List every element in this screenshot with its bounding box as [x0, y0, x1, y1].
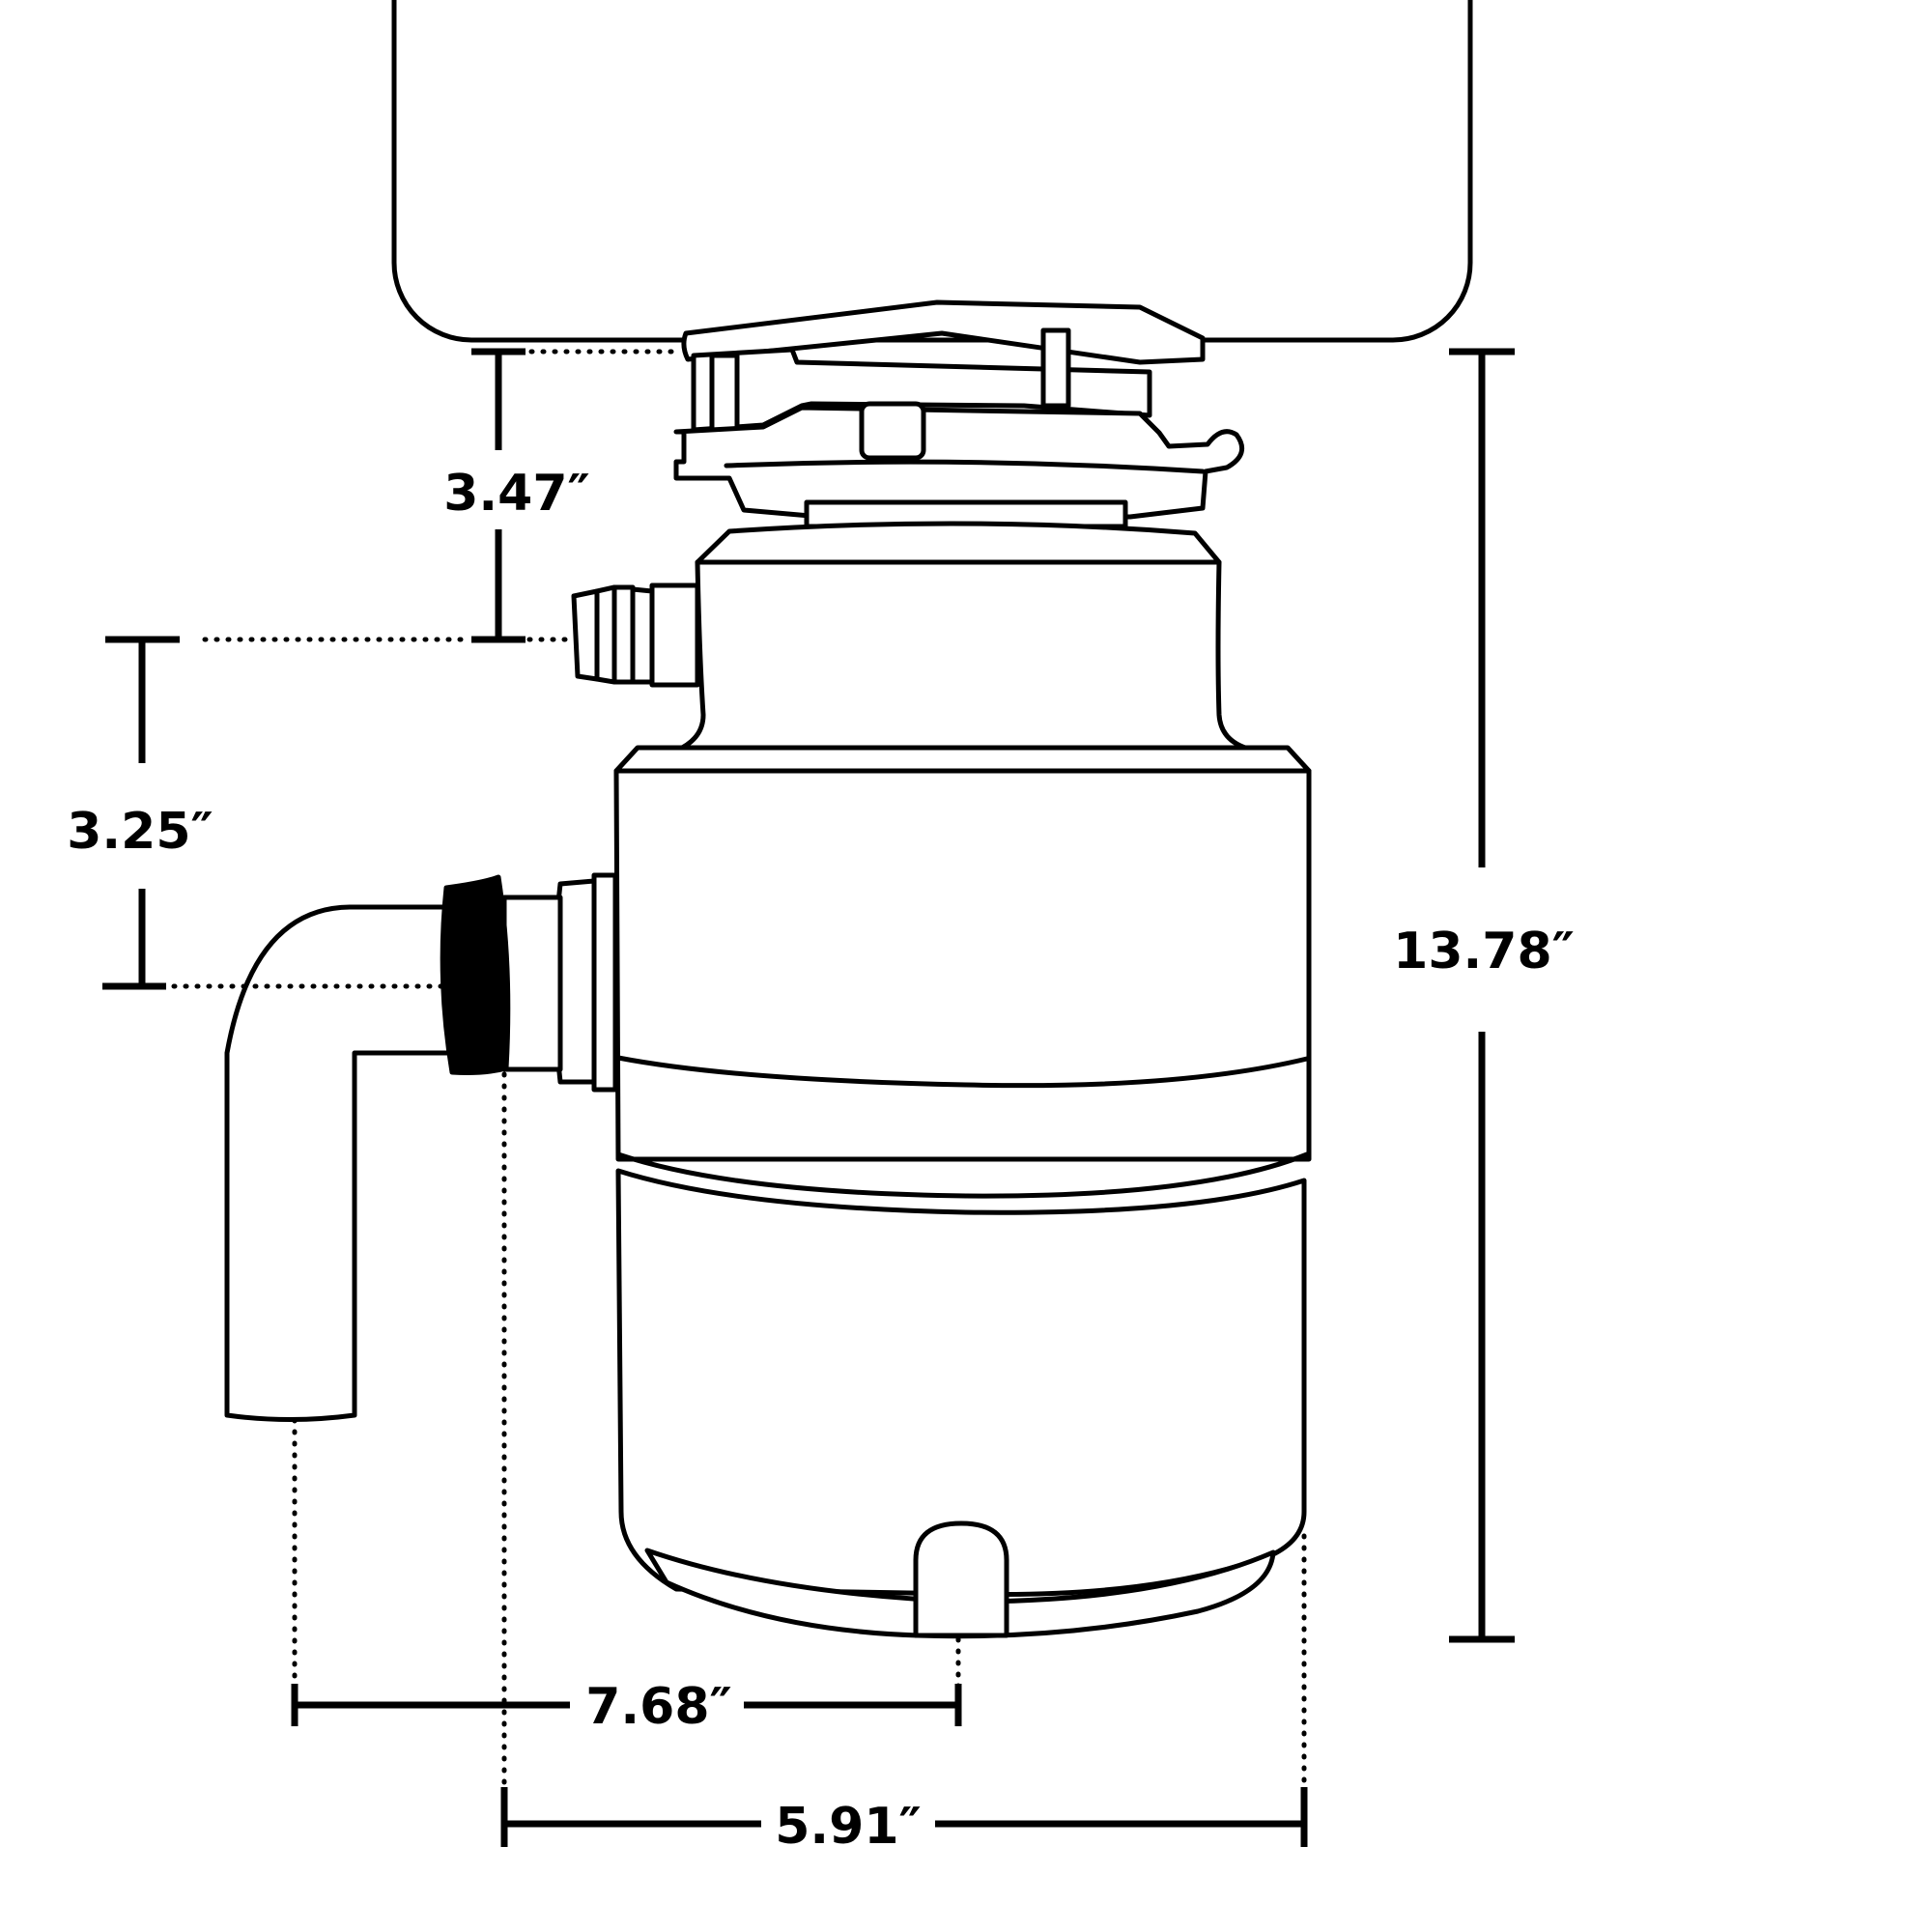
- flange-lip: [681, 299, 1206, 365]
- ring-groove: [724, 459, 1206, 474]
- outlet-flange: [591, 872, 618, 1093]
- housing-base: [644, 1548, 1276, 1639]
- discharge-elbow: [224, 904, 457, 1422]
- dimension-label-13-78: 13.78″: [1393, 923, 1575, 980]
- reset-button: [913, 1520, 1009, 1638]
- dimension-label-7-68: 7.68″: [585, 1678, 732, 1736]
- mounting-assembly: [673, 299, 1245, 529]
- dimension-inlet-to-outlet: 3.25″: [67, 636, 213, 990]
- housing-band-2: [615, 1151, 1310, 1199]
- dimension-sink-to-inlet: 3.47″: [443, 348, 590, 643]
- housing-upper: [613, 768, 1312, 1162]
- dimension-body-width: 5.91″: [500, 1787, 1308, 1856]
- dimension-label-3-47: 3.47″: [443, 465, 590, 523]
- housing-band-top: [615, 1055, 1310, 1089]
- discharge-outlet: [224, 872, 618, 1422]
- inlet-rib-4: [630, 586, 655, 685]
- reference-lines: [171, 349, 1307, 1850]
- motor-housing: [613, 745, 1312, 1639]
- inlet-rib-3: [611, 584, 636, 685]
- mount-clip: [859, 401, 926, 461]
- chamber-collar: [695, 521, 1222, 565]
- inlet-rib-2: [594, 584, 617, 685]
- ring-lug: [709, 353, 740, 434]
- chamber-body: [673, 559, 1259, 753]
- dimension-outlet-to-center: 7.68″: [291, 1678, 962, 1736]
- sink-basin: [391, 0, 1473, 343]
- ring-tab: [1040, 327, 1071, 409]
- upper-chamber: [673, 521, 1259, 753]
- rubber-gasket: [440, 874, 511, 1075]
- dishwasher-inlet: [571, 582, 700, 688]
- dimension-overall-height: 13.78″: [1393, 348, 1575, 1643]
- housing-shoulder: [613, 745, 1312, 774]
- dimension-label-3-25: 3.25″: [67, 803, 213, 861]
- inlet-body: [649, 582, 700, 688]
- dimension-label-5-91: 5.91″: [775, 1798, 922, 1856]
- outlet-tube: [501, 895, 563, 1072]
- inlet-rib-1: [571, 588, 600, 682]
